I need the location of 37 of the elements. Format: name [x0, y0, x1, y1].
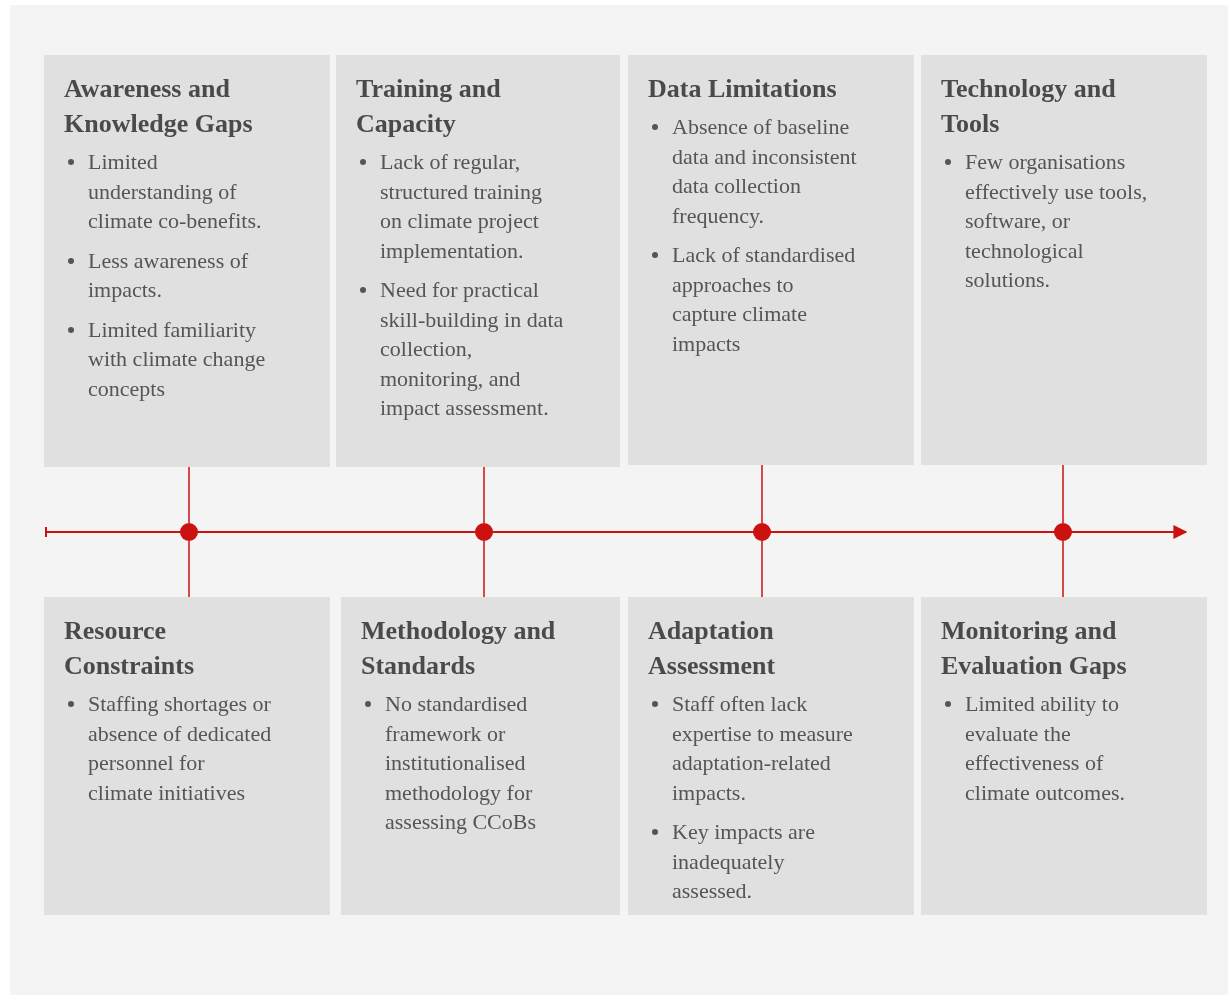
connector-line — [1062, 540, 1064, 598]
connector-line — [1062, 464, 1064, 524]
card-heading: Adaptation Assessment — [648, 615, 777, 682]
connector-line — [761, 540, 763, 598]
connector-line — [483, 540, 485, 598]
category-card — [921, 597, 1207, 915]
bullet-text: No standardised framework or institutionalised methodology for assessing CCoBs — [385, 690, 537, 836]
bullet-text: Limited familiarity with climate change concepts — [88, 315, 267, 403]
card-heading: Data Limitations — [648, 73, 838, 105]
bullet-text: Staff often lack expertise to measure adaptation-related impacts. — [672, 690, 854, 807]
category-card — [628, 597, 914, 915]
connector-line — [483, 466, 485, 524]
card-heading: Awareness and Knowledge Gaps — [64, 73, 254, 140]
bullet-text: Few organisations effectively use tools, software, or technological solutions. — [965, 148, 1149, 294]
bullet-text: Lack of standardised approaches to capture climate impacts — [672, 241, 857, 358]
bullet-text: Need for practical skill-building in data collection, monitoring, and impact assessment. — [380, 276, 564, 422]
category-card — [44, 597, 330, 915]
bullet-text: Key impacts are inadequately assessed. — [672, 818, 816, 905]
card-heading: Monitoring and Evaluation Gaps — [941, 615, 1128, 682]
category-card — [341, 597, 620, 915]
card-heading: Methodology and Standards — [361, 615, 557, 682]
card-heading: Resource Constraints — [64, 615, 195, 682]
bullet-text: Staffing shortages or absence of dedicated personnel for climate initiatives — [88, 690, 273, 807]
category-card — [921, 55, 1207, 465]
connector-line — [188, 466, 190, 524]
bullet-text: Absence of baseline data and inconsistent data collection frequency. — [672, 113, 858, 230]
bullet-text: Limited ability to evaluate the effectiveness of climate outcomes. — [965, 690, 1127, 807]
category-card — [44, 55, 330, 467]
bullet-text: Lack of regular, structured training on climate project implementation. — [380, 148, 543, 265]
connector-line — [188, 540, 190, 598]
bullet-text: Limited understanding of climate co-benefits. — [88, 148, 263, 235]
category-card — [336, 55, 620, 467]
bullet-text: Less awareness of impacts. — [88, 246, 250, 304]
card-heading: Technology and Tools — [941, 73, 1117, 140]
card-heading: Training and Capacity — [356, 73, 502, 140]
connector-line — [761, 464, 763, 524]
category-card — [628, 55, 914, 465]
